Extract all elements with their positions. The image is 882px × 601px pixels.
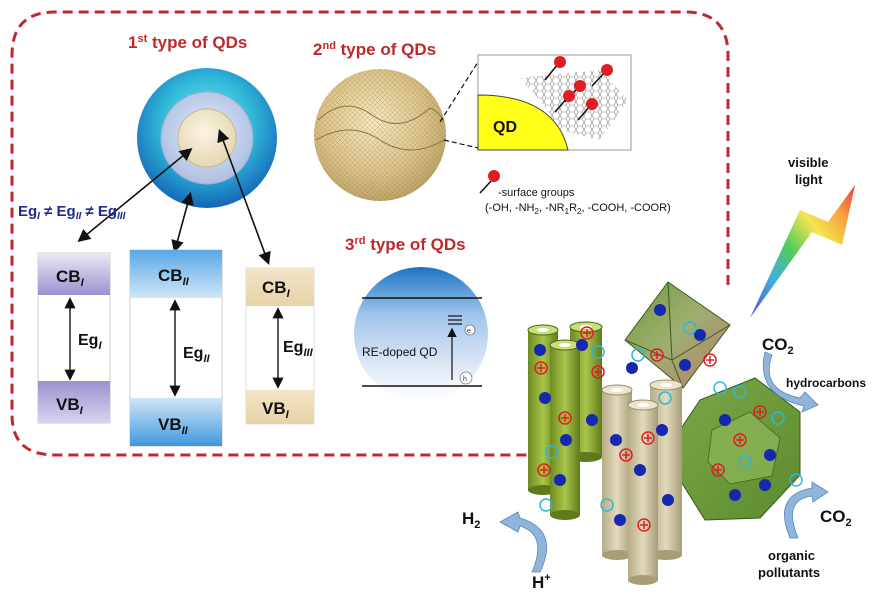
hydrocarbons-label: hydrocarbons — [786, 376, 866, 390]
surface-group-legend: -surface groups (-OH, -NH2, -NR1R2, -COO… — [479, 170, 671, 216]
svg-text:h: h — [463, 376, 467, 383]
visible-light-line2: light — [795, 172, 823, 187]
arrow-to-box2 — [171, 191, 194, 254]
arrow-organic-co2 — [784, 481, 829, 539]
dodecahedron-crystal — [679, 377, 801, 521]
h2-label: H2 — [462, 509, 480, 531]
zoom-box: QD — [477, 54, 632, 151]
type3-title: 3rd type of QDs — [345, 235, 466, 254]
svg-text:VBI: VBI — [56, 395, 84, 417]
svg-text:-surface groups: -surface groups — [498, 187, 575, 199]
cyan-carriers — [539, 321, 803, 512]
hplus-label: H+ — [532, 572, 551, 592]
co2-right-label: CO2 — [820, 507, 852, 529]
core-shell-qd — [137, 68, 277, 208]
svg-text:EgIII: EgIII — [283, 339, 314, 359]
band-box-2: CBII EgII VBII — [129, 249, 223, 447]
energy-relation: EgI ≠ EgII ≠ EgIII — [18, 203, 126, 222]
organic-label-2: pollutants — [758, 565, 820, 580]
light-bolt — [750, 185, 855, 318]
arrow-co2-hydrocarbons — [762, 351, 819, 413]
arrow-to-box3 — [217, 128, 271, 266]
svg-text:VBII: VBII — [158, 415, 189, 437]
zoom-line-bottom — [443, 139, 479, 149]
electrons — [534, 304, 776, 526]
svg-text:CBII: CBII — [158, 266, 190, 288]
svg-text:RE-doped QD: RE-doped QD — [362, 345, 438, 359]
holes — [534, 326, 767, 532]
band-box-3: CBI EgIII VBI — [245, 267, 315, 425]
zoom-line-top — [439, 61, 479, 123]
svg-text:VBI: VBI — [262, 399, 290, 421]
hole-crosses — [537, 329, 764, 529]
dashed-frame — [10, 10, 730, 457]
tan-rod-3 — [627, 399, 659, 585]
type1-title: 1st type of QDs — [128, 33, 247, 52]
svg-text:e: e — [467, 328, 471, 335]
qd-label: QD — [493, 119, 517, 136]
re-doped-qd: RE-doped QD e h — [354, 267, 488, 401]
band-box-1: CBI EgI VBI — [37, 252, 111, 424]
svg-text:CBI: CBI — [56, 267, 85, 289]
type2-title: 2nd type of QDs — [313, 40, 436, 59]
svg-text:EgII: EgII — [183, 345, 211, 365]
octahedron-crystal — [624, 281, 731, 389]
arrow-to-box1 — [77, 147, 193, 243]
organic-label-1: organic — [768, 548, 815, 563]
svg-text:(-OH, -NH2, -NR1R2, -COOH, -CO: (-OH, -NH2, -NR1R2, -COOH, -COOR) — [485, 202, 671, 216]
visible-light-line1: visible — [788, 155, 828, 170]
co2-top-label: CO2 — [762, 335, 794, 357]
arrow-h-h2 — [499, 511, 548, 573]
graphene-qd-sphere — [314, 69, 446, 201]
svg-text:EgI: EgI — [78, 332, 102, 352]
svg-text:CBI: CBI — [262, 278, 291, 300]
tan-rod-1 — [601, 384, 633, 560]
green-rod-3 — [549, 339, 581, 520]
